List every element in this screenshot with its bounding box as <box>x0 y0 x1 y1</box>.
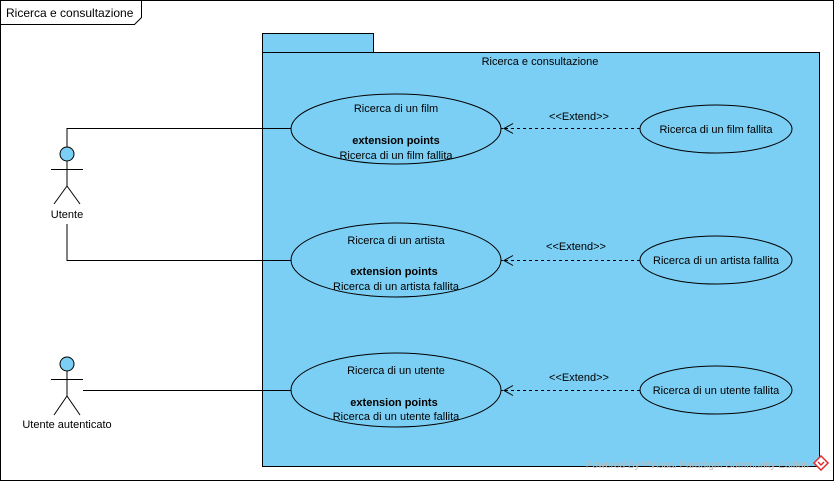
arrow-head-icon <box>502 255 514 266</box>
frame-title: Ricerca e consultazione <box>6 6 134 20</box>
actor-utente-autenticato[interactable]: Utente autenticato <box>22 356 112 431</box>
actor-utente[interactable]: Utente <box>51 146 83 221</box>
use-case-ricerca-artista[interactable]: Ricerca di un artista extension points R… <box>290 222 502 298</box>
use-case-utente-fallita[interactable]: Ricerca di un utente fallita <box>639 365 793 415</box>
extension-points-heading: extension points <box>350 266 437 278</box>
extend-relation-artista[interactable]: <<Extend>> <box>502 241 640 266</box>
watermark-text: Powered By™Visual Paradigm Community Edi… <box>586 460 809 471</box>
actor-head-icon <box>59 356 75 372</box>
use-case-ellipse <box>290 352 502 428</box>
use-case-name: Ricerca di un utente fallita <box>653 385 780 397</box>
extend-relation-film[interactable]: <<Extend>> <box>502 111 640 134</box>
actor-leg-icon <box>66 395 81 416</box>
extension-point: Ricerca di un utente fallita <box>333 411 460 423</box>
extend-stereotype: <<Extend>> <box>549 372 609 384</box>
extend-stereotype: <<Extend>> <box>549 111 609 123</box>
package-title: Ricerca e consultazione <box>482 56 599 68</box>
actor-leg-icon <box>66 185 81 205</box>
use-case-name: Ricerca di un artista fallita <box>653 255 780 267</box>
extension-point: Ricerca di un film fallita <box>339 150 453 162</box>
use-case-name: Ricerca di un film fallita <box>659 124 773 136</box>
extension-point: Ricerca di un artista fallita <box>333 281 460 293</box>
extend-stereotype: <<Extend>> <box>546 241 606 253</box>
use-case-name: Ricerca di un film <box>354 103 438 115</box>
use-case-ellipse <box>639 235 793 285</box>
package-tab <box>262 33 374 53</box>
frame-title-tab <box>0 0 142 25</box>
actor-label: Utente <box>51 209 83 221</box>
visual-paradigm-logo-icon <box>812 454 830 472</box>
use-case-ellipse <box>290 222 502 298</box>
use-case-artista-fallita[interactable]: Ricerca di un artista fallita <box>639 235 793 285</box>
use-case-ellipse <box>639 104 793 154</box>
arrow-head-icon <box>502 123 514 134</box>
use-case-name: Ricerca di un utente <box>347 365 445 377</box>
use-case-ellipse <box>639 365 793 415</box>
use-case-ellipse <box>290 93 502 165</box>
extension-points-heading: extension points <box>350 397 437 409</box>
use-case-film-fallita[interactable]: Ricerca di un film fallita <box>639 104 793 154</box>
use-case-ricerca-film[interactable]: Ricerca di un film extension points Rice… <box>290 93 502 165</box>
actor-head-icon <box>59 146 75 162</box>
extension-points-heading: extension points <box>352 135 439 147</box>
extend-relation-utente[interactable]: <<Extend>> <box>502 372 640 396</box>
use-case-name: Ricerca di un artista <box>347 235 445 247</box>
actor-leg-icon <box>53 185 68 205</box>
arrow-head-icon <box>502 385 514 396</box>
actor-label: Utente autenticato <box>22 419 111 431</box>
actor-leg-icon <box>53 395 68 416</box>
use-case-ricerca-utente[interactable]: Ricerca di un utente extension points Ri… <box>290 352 502 428</box>
